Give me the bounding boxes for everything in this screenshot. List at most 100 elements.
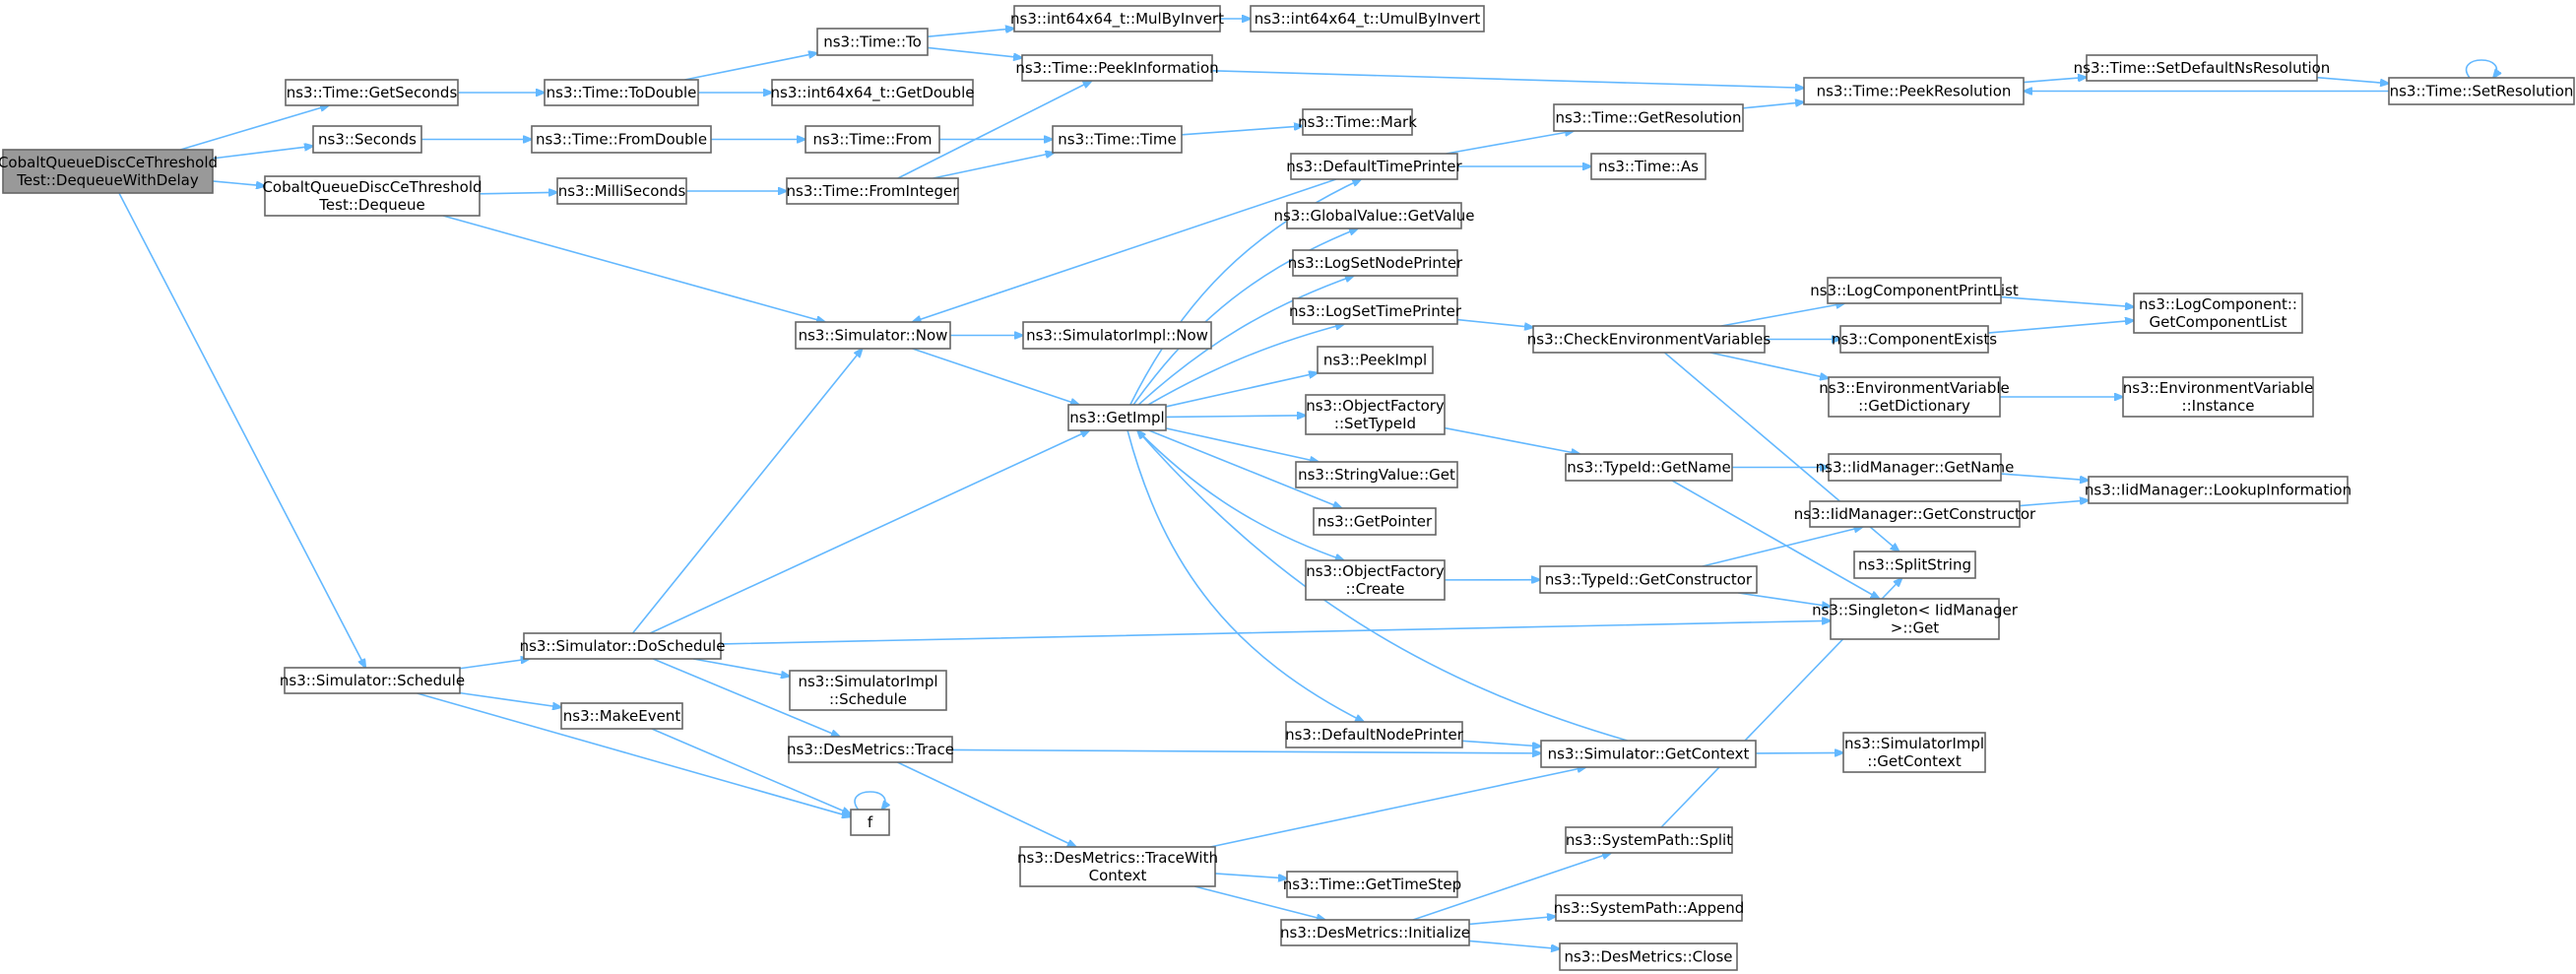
node-root[interactable]: CobaltQueueDiscCeThresholdTest::DequeueW… [0,149,218,194]
edge-doSchedule-to-getImpl [649,430,1089,634]
node-box [1828,453,2002,482]
node-label: ns3::int64x64_t::MulByInvert [1010,10,1224,29]
node-implSchedule[interactable]: ns3::SimulatorImpl::Schedule [789,670,947,711]
node-milliSeconds[interactable]: ns3::MilliSeconds [556,177,687,205]
node-logSetNode[interactable]: ns3::LogSetNodePrinter [1288,249,1463,277]
node-defTimePrinter[interactable]: ns3::DefaultTimePrinter [1286,153,1463,180]
node-simNow[interactable]: ns3::Simulator::Now [795,321,951,350]
node-label: ns3::Time::GetSeconds [287,84,458,101]
node-mulByInvert[interactable]: ns3::int64x64_t::MulByInvert [1010,5,1224,32]
node-ofSetTypeId[interactable]: ns3::ObjectFactory::SetTypeId [1305,394,1446,435]
node-desInit[interactable]: ns3::DesMetrics::Initialize [1280,919,1470,946]
node-label: ns3::DesMetrics::Initialize [1280,924,1470,942]
node-seconds[interactable]: ns3::Seconds [312,125,422,154]
node-implGetContext[interactable]: ns3::SimulatorImpl::GetContext [1842,732,1986,773]
node-timeTo[interactable]: ns3::Time::To [816,28,929,56]
node-toDouble[interactable]: ns3::Time::ToDouble [544,79,699,106]
node-splitString[interactable]: ns3::SplitString [1853,551,1976,579]
node-getResolution[interactable]: ns3::Time::GetResolution [1553,103,1744,132]
node-ofCreate[interactable]: ns3::ObjectFactory::Create [1305,559,1446,601]
node-makeEvent[interactable]: ns3::MakeEvent [560,702,683,730]
node-timeFrom[interactable]: ns3::Time::From [805,125,940,154]
node-box [789,670,947,711]
node-desTrace[interactable]: ns3::DesMetrics::Trace [787,736,954,763]
node-label: CobaltQueueDiscCeThreshold [262,178,482,196]
node-defNodePrinter[interactable]: ns3::DefaultNodePrinter [1285,721,1464,748]
node-getImpl[interactable]: ns3::GetImpl [1067,404,1167,431]
node-singletonGet[interactable]: ns3::Singleton< IidManager >::Get [1812,598,2019,640]
node-umulByInvert[interactable]: ns3::int64x64_t::UmulByInvert [1250,5,1485,32]
node-timeAs[interactable]: ns3::Time::As [1590,153,1707,180]
node-box [312,125,422,154]
node-fromDouble[interactable]: ns3::Time::FromDouble [531,125,712,154]
node-envInstance[interactable]: ns3::EnvironmentVariable::Instance [2122,376,2314,418]
edge-getImpl-to-logSetNode [1137,276,1354,406]
node-label: ns3::GetImpl [1069,409,1164,426]
node-schedule[interactable]: ns3::Simulator::Schedule [280,667,465,694]
edge-getImpl-to-logSetTime [1147,324,1344,406]
node-logCompGetList[interactable]: ns3::LogComponent::GetComponentList [2133,292,2303,334]
edge-doSchedule-to-simNow [631,349,862,634]
node-iidGetCtor[interactable]: ns3::IidManager::GetConstructor [1794,500,2036,528]
node-compExists[interactable]: ns3::ComponentExists [1832,325,1997,354]
node-getPointer[interactable]: ns3::GetPointer [1313,507,1437,536]
node-box [2388,77,2575,105]
node-globalGetValue[interactable]: ns3::GlobalValue::GetValue [1273,202,1475,229]
edge-root-to-dequeue [212,180,265,186]
node-label: ns3::Time::Mark [1298,113,1417,131]
node-box [1286,871,1458,898]
node-spSplit[interactable]: ns3::SystemPath::Split [1565,826,1733,854]
node-simGetContext[interactable]: ns3::Simulator::GetContext [1540,740,1757,768]
node-box [1532,325,1766,354]
node-timeTime[interactable]: ns3::Time::Time [1052,125,1183,154]
node-timeMark[interactable]: ns3::Time::Mark [1298,108,1417,136]
node-box [805,125,940,154]
node-getSeconds[interactable]: ns3::Time::GetSeconds [285,79,459,106]
node-box [816,28,929,56]
node-fromInteger[interactable]: ns3::Time::FromInteger [786,177,960,205]
node-peekResolution[interactable]: ns3::Time::PeekResolution [1803,77,2025,105]
node-label: f [868,813,873,831]
node-box [850,809,890,836]
node-peekInfo[interactable]: ns3::Time::PeekInformation [1015,54,1219,82]
node-doSchedule[interactable]: ns3::Simulator::DoSchedule [520,632,726,660]
node-setResolution[interactable]: ns3::Time::SetResolution [2388,77,2575,105]
node-label: ns3::SimulatorImpl::Now [1026,327,1208,345]
node-peekImpl[interactable]: ns3::PeekImpl [1317,346,1434,374]
edge-simNow-to-getImpl [912,348,1079,405]
node-spAppend[interactable]: ns3::SystemPath::Append [1554,894,1745,922]
node-label: ns3::IidManager::LookupInformation [2085,482,2351,499]
node-setDefNsRes[interactable]: ns3::Time::SetDefaultNsResolution [2074,54,2331,82]
node-box [284,667,461,694]
edge-typeIdGetCtor-to-iidGetCtor [1702,527,1863,567]
node-logCompPrintList[interactable]: ns3::LogComponentPrintList [1810,277,2019,304]
node-label: ::Instance [2182,397,2255,415]
node-i64GetDouble[interactable]: ns3::int64x64_t::GetDouble [771,79,975,106]
node-typeIdGetCtor[interactable]: ns3::TypeId::GetConstructor [1539,565,1758,594]
edge-desInit-to-desClose [1468,940,1560,948]
node-f[interactable]: f [850,809,890,836]
node-box [1553,103,1744,132]
node-getTimeStep[interactable]: ns3::Time::GetTimeStep [1283,871,1461,898]
node-stringGet[interactable]: ns3::StringValue::Get [1295,461,1458,488]
node-typeIdGetName[interactable]: ns3::TypeId::GetName [1565,453,1733,482]
node-iidGetName[interactable]: ns3::IidManager::GetName [1816,453,2015,482]
node-implNow[interactable]: ns3::SimulatorImpl::Now [1022,321,1212,350]
node-label: ns3::SimulatorImpl [798,673,937,690]
node-label: ns3::Time::SetDefaultNsResolution [2074,59,2331,77]
node-label: ns3::int64x64_t::GetDouble [771,84,975,102]
node-envGetDict[interactable]: ns3::EnvironmentVariable::GetDictionary [1819,376,2010,418]
edge-toDouble-to-timeTo [684,53,817,81]
node-label: ns3::LogComponentPrintList [1810,282,2019,299]
node-box [1305,394,1446,435]
edge-checkEnv-to-envGetDict [1709,352,1829,378]
edge-doSchedule-to-singletonGet [720,620,1831,645]
node-checkEnv[interactable]: ns3::CheckEnvironmentVariables [1527,325,1771,354]
node-desClose[interactable]: ns3::DesMetrics::Close [1559,942,1738,971]
node-iidLookup[interactable]: ns3::IidManager::LookupInformation [2085,476,2351,504]
node-logSetTime[interactable]: ns3::LogSetTimePrinter [1289,297,1462,325]
edge-traceWithCtx-to-simGetContext [1209,767,1585,848]
node-box [1828,376,2001,418]
